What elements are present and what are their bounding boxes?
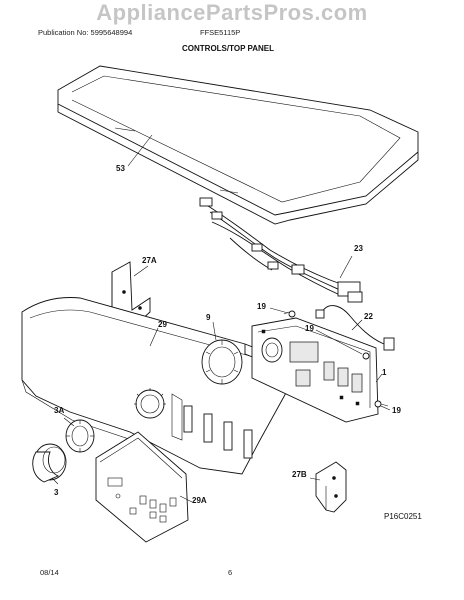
- callout-22: 22: [364, 312, 373, 321]
- footer-date: 08/14: [40, 568, 59, 577]
- leader-3: [51, 477, 59, 485]
- leader-9: [212, 321, 217, 341]
- sensor-cable-part: [315, 305, 395, 351]
- publication-number: Publication No: 5995648994: [38, 28, 133, 37]
- callout-27b: 27B: [292, 470, 307, 479]
- callout-53: 53: [116, 164, 125, 173]
- section-title: CONTROLS/TOP PANEL: [182, 44, 275, 53]
- callout-23: 23: [354, 244, 363, 253]
- callout-3a: 3A: [54, 406, 65, 415]
- leader-22: [351, 319, 363, 331]
- callout-3: 3: [54, 488, 59, 497]
- control-console-part: [21, 297, 293, 475]
- screw-part-lower: [374, 400, 389, 408]
- callout-1: 1: [382, 368, 387, 377]
- callout-19-upper: 19: [257, 302, 266, 311]
- knob-part: [32, 443, 67, 483]
- callout-29: 29: [158, 320, 167, 329]
- screw-part-upper: [283, 310, 296, 318]
- screw-part-middle: [362, 352, 370, 360]
- callout-29a: 29A: [192, 496, 207, 505]
- overlay-membrane-part: [95, 431, 189, 543]
- top-panel-part: [57, 65, 419, 225]
- leader-27b: [309, 477, 321, 481]
- wiring-harness-part: [199, 197, 363, 303]
- leader-27a: [133, 265, 149, 277]
- footer-page-number: 6: [228, 568, 233, 577]
- leader-19-upper: [269, 307, 289, 314]
- callout-27a: 27A: [142, 256, 157, 265]
- model-number: FFSE5115P: [200, 28, 241, 37]
- knob-insert-part: [65, 419, 95, 453]
- leader-19-middle: [315, 329, 363, 355]
- control-board-part: [251, 317, 379, 423]
- right-bracket-part: [315, 461, 347, 513]
- encoder-ring-part: [201, 339, 243, 385]
- callout-9: 9: [206, 313, 211, 322]
- leader-29: [149, 327, 159, 347]
- leader-19-lower: [380, 405, 391, 411]
- leader-29a: [179, 495, 193, 503]
- leader-1: [375, 373, 383, 383]
- callout-19-lower: 19: [392, 406, 401, 415]
- leader-53: [127, 134, 153, 167]
- watermark: AppliancePartsPros.com: [96, 0, 368, 25]
- leader-3a: [63, 417, 75, 427]
- callout-19-middle: 19: [305, 324, 314, 333]
- diagram-id: P16C0251: [384, 512, 422, 521]
- leader-23: [339, 255, 353, 279]
